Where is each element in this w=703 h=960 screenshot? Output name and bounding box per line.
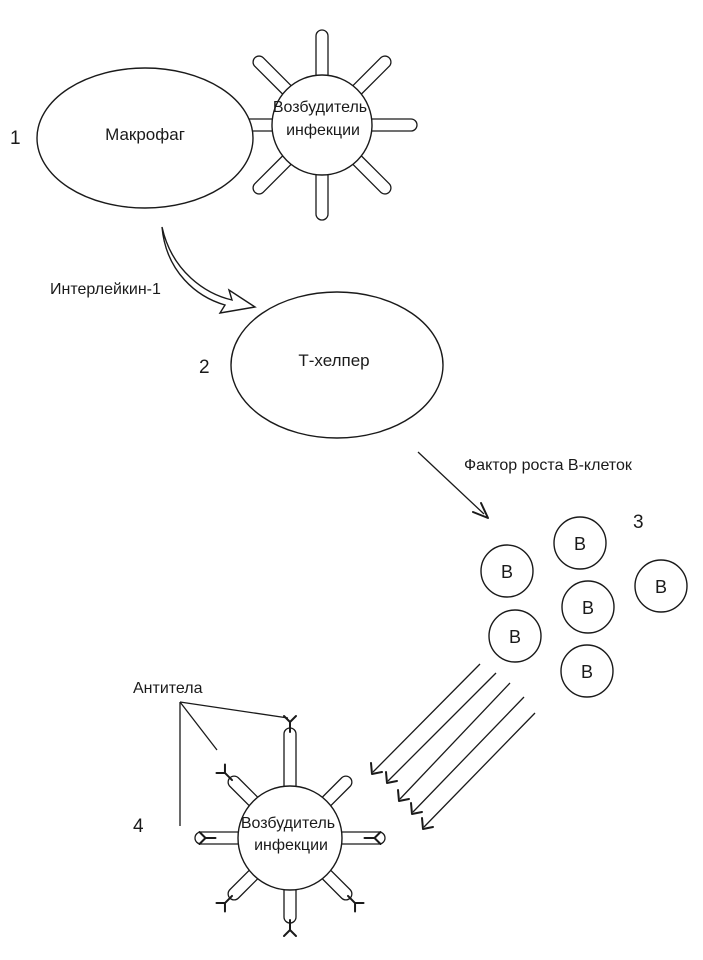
interleukin-label: Интерлейкин-1: [50, 281, 161, 298]
antibody-icon: [346, 894, 365, 913]
arrowhead: [472, 502, 489, 519]
antibody-icon: [283, 715, 297, 733]
arrowhead: [421, 817, 434, 830]
b-cell-cluster: В В В В В В: [480, 516, 688, 698]
b-cell-label: В: [574, 534, 586, 554]
antibody-arrow: [421, 712, 536, 830]
b-cell: В: [634, 559, 688, 613]
b-cell-label: В: [582, 598, 594, 618]
stage-number-2: 2: [199, 357, 210, 378]
antibody-arrow: [410, 696, 525, 815]
antibody-icon: [215, 894, 234, 913]
interleukin-arrow-shape: [161, 226, 257, 314]
b-cell-label: В: [501, 562, 513, 582]
arrowhead: [397, 789, 410, 802]
arrowhead: [410, 802, 423, 815]
t-helper-label: Т-хелпер: [298, 351, 369, 370]
antibody-icon: [198, 831, 217, 845]
growth-factor-arrow: [417, 451, 489, 519]
b-cell-body: [560, 644, 614, 698]
pathogen-top-label-line2: инфекции: [286, 122, 360, 139]
b-cell-body: [634, 559, 688, 613]
b-cell: В: [561, 580, 615, 634]
antibody-arrow: [370, 663, 481, 775]
pathogen-bottom: Возбудитель инфекции: [194, 715, 386, 937]
antibody-arrows: [370, 663, 536, 830]
macrophage-body: [36, 67, 254, 209]
interleukin-arrow: [161, 226, 257, 314]
antibody-icon: [215, 763, 234, 782]
arrowhead: [370, 762, 383, 775]
antibodies-callout: [179, 701, 289, 826]
b-cell: В: [488, 609, 542, 663]
stage-number-1: 1: [10, 128, 21, 149]
pathogen-bottom-body: [237, 785, 343, 891]
t-helper: Т-хелпер: [230, 291, 444, 439]
b-cell-body: [553, 516, 607, 570]
pathogen-bottom-label-line1: Возбудитель: [241, 815, 335, 832]
b-cell-body: [561, 580, 615, 634]
growth-factor-label: Фактор роста В-клеток: [464, 457, 633, 474]
macrophage: Макрофаг: [36, 67, 254, 209]
arrowhead: [385, 771, 398, 784]
stage-number-3: 3: [633, 512, 644, 533]
pathogen-top: Возбудитель инфекции: [226, 29, 418, 221]
antibody-icon: [283, 919, 297, 937]
antibody-arrow: [397, 682, 511, 802]
b-cell: В: [480, 544, 534, 598]
pathogen-bottom-label-line2: инфекции: [254, 837, 328, 854]
b-cell-body: [488, 609, 542, 663]
b-cell-label: В: [581, 662, 593, 682]
antibodies-label: Антитела: [133, 680, 203, 697]
stage-number-4: 4: [133, 816, 144, 837]
growth-factor-arrow-line: [417, 451, 485, 515]
antibody-arrow: [385, 672, 497, 784]
b-cell-label: В: [655, 577, 667, 597]
pathogen-top-body: [271, 74, 373, 176]
pathogen-top-label-line1: Возбудитель: [273, 99, 367, 116]
antibody-icons: [198, 715, 382, 937]
t-helper-body: [230, 291, 444, 439]
b-cell: В: [560, 644, 614, 698]
b-cell: В: [553, 516, 607, 570]
b-cell-body: [480, 544, 534, 598]
b-cell-label: В: [509, 627, 521, 647]
macrophage-label: Макрофаг: [105, 125, 185, 144]
antibody-icon: [363, 831, 382, 845]
